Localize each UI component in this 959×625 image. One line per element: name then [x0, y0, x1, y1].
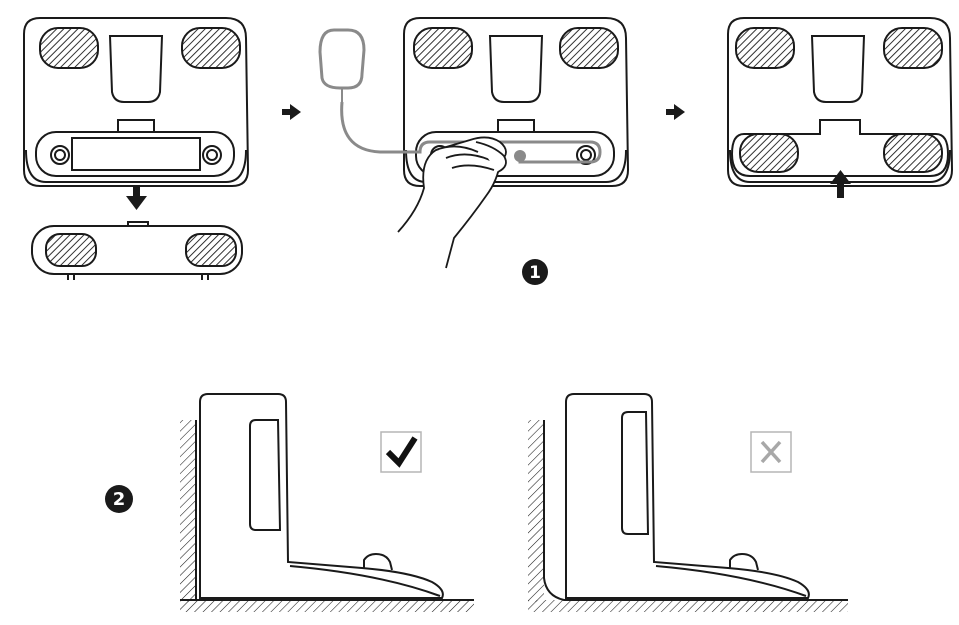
step-1-badge: 1 [522, 259, 548, 285]
step-2-badge: 2 [105, 485, 133, 513]
checkmark-icon [380, 431, 422, 473]
step-2-number: 2 [113, 489, 126, 510]
hand-illustration [397, 136, 507, 269]
base-bottom-view-open [23, 17, 250, 187]
right-arrow-icon [282, 104, 301, 120]
right-arrow-icon [666, 104, 685, 120]
wall-floor-correct [180, 420, 474, 612]
power-adapter [318, 28, 366, 102]
cable-plug [514, 150, 526, 162]
base-bottom-view-closed [727, 17, 954, 187]
wall-floor-incorrect [528, 420, 848, 612]
removed-cover-plate [31, 221, 243, 280]
down-arrow-icon [126, 186, 147, 210]
up-arrow-icon [830, 170, 851, 198]
power-cable [340, 101, 602, 164]
x-mark-icon [750, 431, 792, 473]
charging-dock-side-incorrect [565, 393, 810, 601]
charging-dock-side-correct [199, 393, 444, 601]
step-1-number: 1 [529, 263, 541, 283]
